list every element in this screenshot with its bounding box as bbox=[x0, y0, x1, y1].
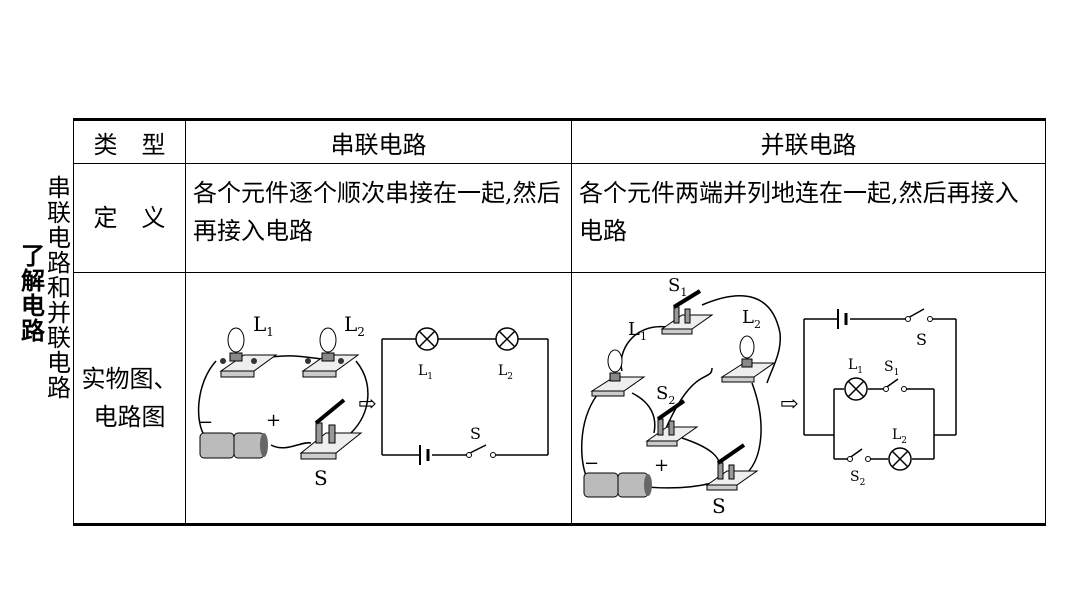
side-label-understand-circuits: 了 解 电 路 bbox=[21, 242, 45, 345]
parallel-circuit-figure: S1 L1 L2 bbox=[580, 275, 957, 518]
diagram-label: 实物图、 电路图 bbox=[73, 272, 186, 525]
header-parallel: 并联电路 bbox=[571, 119, 1046, 164]
diagram-label-line1: 实物图、 bbox=[81, 365, 178, 393]
switch-s1-picture bbox=[660, 289, 714, 335]
switch-s2-picture bbox=[645, 399, 699, 447]
switch-picture bbox=[299, 398, 363, 460]
definition-row: 定 义 各个元件逐个顺次串接在一起,然后再接入电路 各个元件两端并列地连在一起,… bbox=[73, 163, 1046, 273]
label-s-picture: S bbox=[314, 466, 328, 490]
schematic-label-l1: L1 bbox=[418, 363, 433, 382]
definition-parallel: 各个元件两端并列地连在一起,然后再接入电路 bbox=[571, 163, 1046, 273]
label-s2-picture: S2 bbox=[656, 383, 675, 407]
battery-picture bbox=[583, 472, 652, 498]
arrow-icon: ⇨ bbox=[780, 392, 798, 417]
battery-plus: + bbox=[654, 455, 669, 476]
label-l1-picture: L1 bbox=[628, 319, 647, 343]
lamp-l1-symbol bbox=[844, 377, 868, 401]
definition-series: 各个元件逐个顺次串接在一起,然后再接入电路 bbox=[185, 163, 572, 273]
series-schematic bbox=[381, 338, 549, 465]
bulb-l1-picture bbox=[590, 349, 646, 397]
label-l2: L2 bbox=[344, 312, 365, 339]
diagram-row: 实物图、 电路图 bbox=[73, 272, 1046, 525]
series-circuit-figure: L1 L2 − + bbox=[197, 312, 549, 490]
label-l2-picture: L2 bbox=[742, 307, 761, 331]
label-l1: L1 bbox=[253, 312, 274, 339]
schematic-label-l2: L2 bbox=[892, 427, 907, 446]
schematic-label-s1: S1 bbox=[884, 359, 899, 378]
diagram-label-line2: 电路图 bbox=[93, 403, 166, 431]
battery-minus: − bbox=[584, 453, 599, 474]
side-label-series-parallel: 串 联 电 路 和 并 联 电 路 bbox=[47, 174, 71, 402]
lamp-l2-symbol bbox=[495, 327, 519, 351]
bulb-l1-picture bbox=[219, 327, 278, 378]
lamp-l1-symbol bbox=[415, 327, 439, 351]
comparison-table: 类 型 串联电路 并联电路 定 义 各个元件逐个顺次串接在一起,然后再接入电路 … bbox=[73, 118, 1046, 526]
schematic-label-s: S bbox=[916, 330, 927, 349]
definition-label: 定 义 bbox=[73, 163, 186, 273]
bulb-l2-picture bbox=[301, 327, 360, 378]
battery-plus: + bbox=[266, 410, 281, 431]
label-s1-picture: S1 bbox=[668, 275, 687, 299]
lamp-l2-symbol bbox=[888, 447, 912, 471]
schematic-label-s: S bbox=[470, 424, 481, 443]
schematic-label-s2: S2 bbox=[850, 469, 865, 488]
switch-s-picture bbox=[705, 443, 759, 491]
schematic-label-l2: L2 bbox=[498, 363, 513, 382]
bulb-l2-picture bbox=[720, 335, 776, 383]
series-diagram-cell: L1 L2 − + bbox=[185, 272, 572, 525]
schematic-label-l1: L1 bbox=[848, 357, 863, 376]
label-s-picture: S bbox=[712, 494, 726, 518]
parallel-diagram-cell: S1 L1 L2 bbox=[571, 272, 1046, 525]
battery-minus: − bbox=[198, 412, 213, 433]
header-series: 串联电路 bbox=[185, 119, 572, 164]
arrow-icon: ⇨ bbox=[358, 392, 376, 417]
header-row: 类 型 串联电路 并联电路 bbox=[73, 119, 1046, 164]
parallel-schematic bbox=[803, 308, 957, 460]
header-type: 类 型 bbox=[73, 119, 186, 164]
battery-picture bbox=[199, 432, 268, 459]
